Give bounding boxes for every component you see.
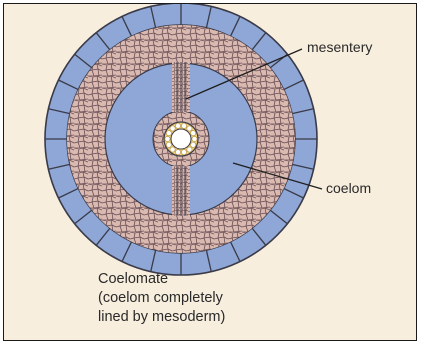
figure-frame: mesentery coelom Coelomate (coelom compl… (3, 3, 417, 341)
endoderm-cell (175, 150, 180, 155)
endoderm-cell (166, 131, 171, 136)
endoderm-cell (187, 147, 192, 152)
caption-line-1: Coelomate (98, 270, 225, 289)
endoderm-cell (166, 142, 171, 147)
endoderm-cell (170, 126, 175, 131)
endoderm-cell (191, 131, 196, 136)
endoderm-cell (191, 142, 196, 147)
endoderm-gut (164, 122, 198, 156)
figure-caption: Coelomate (coelom completely lined by me… (98, 270, 225, 327)
endoderm-cell (181, 123, 186, 128)
mesentery-label: mesentery (307, 39, 372, 55)
endoderm-cell (187, 126, 192, 131)
endoderm-cell (181, 150, 186, 155)
caption-line-3: lined by mesoderm) (98, 308, 225, 327)
endoderm-cell (192, 136, 197, 141)
caption-line-2: (coelom completely (98, 289, 225, 308)
coelom-label: coelom (326, 180, 371, 196)
endoderm-cell (165, 136, 170, 141)
endoderm-cell (175, 123, 180, 128)
endoderm-cell (170, 147, 175, 152)
